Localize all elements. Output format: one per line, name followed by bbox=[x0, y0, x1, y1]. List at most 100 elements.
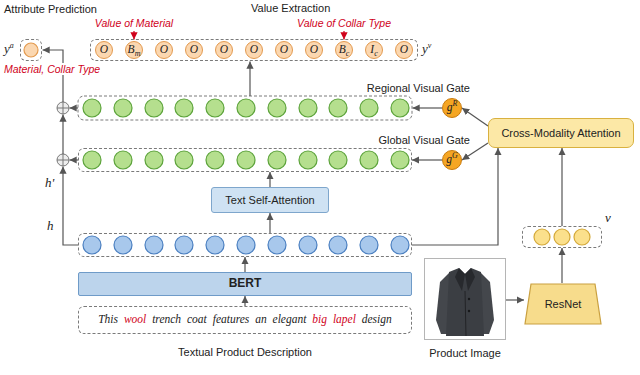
connector-arrow bbox=[269, 172, 270, 187]
gate-circle: gG bbox=[442, 150, 462, 170]
regional-row bbox=[78, 96, 412, 120]
token-circle bbox=[175, 236, 193, 254]
gate-circle: gR bbox=[442, 98, 462, 118]
tag-circle: Ic bbox=[365, 41, 383, 59]
tag-circle: Bm bbox=[125, 41, 143, 59]
tag-letter: O bbox=[250, 43, 258, 56]
coat-body bbox=[446, 268, 484, 336]
hidden-circle bbox=[175, 151, 193, 169]
math-symbol: h' bbox=[45, 176, 54, 191]
hidden-circle bbox=[268, 151, 286, 169]
hidden-circle bbox=[175, 99, 193, 117]
tag-letter: O bbox=[100, 43, 108, 56]
hidden-circle bbox=[114, 99, 132, 117]
token-circles bbox=[83, 236, 409, 254]
tag-circle: O bbox=[155, 41, 173, 59]
sum-symbol bbox=[57, 102, 69, 114]
hidden-circle bbox=[391, 99, 409, 117]
hidden-circle bbox=[237, 99, 255, 117]
connector-arrow bbox=[244, 257, 245, 272]
token-circle bbox=[268, 236, 286, 254]
connector-arrow bbox=[462, 108, 488, 126]
description-text: This wool trench coat features an elegan… bbox=[98, 313, 392, 326]
hidden-circle bbox=[206, 99, 224, 117]
coat-seam bbox=[465, 291, 466, 336]
flow-arrow bbox=[413, 107, 443, 108]
section-heading: Attribute Prediction bbox=[4, 3, 97, 16]
hidden-circle bbox=[83, 151, 101, 169]
tag-letter: Ic bbox=[370, 43, 377, 56]
token-circle bbox=[299, 236, 317, 254]
token-circle bbox=[206, 236, 224, 254]
visual-circle bbox=[554, 229, 570, 245]
token-circle bbox=[114, 236, 132, 254]
math-symbol: v bbox=[605, 211, 611, 226]
encoder-box: BERT bbox=[78, 272, 412, 296]
tag-sequence: Value ExtractionyvOBmOOOOOOBcIcO bbox=[90, 39, 418, 61]
coat-button bbox=[468, 298, 470, 300]
hidden-circle bbox=[206, 151, 224, 169]
caption: Textual Product Description bbox=[178, 346, 312, 359]
tag-circle: O bbox=[95, 41, 113, 59]
connector-arrow bbox=[506, 299, 524, 300]
tag-circle: O bbox=[275, 41, 293, 59]
tag-circle: O bbox=[395, 41, 413, 59]
token-circle bbox=[329, 236, 347, 254]
visual-row: v bbox=[522, 226, 602, 248]
attribute-circle bbox=[24, 43, 38, 57]
box-label: Cross-Modality Attention bbox=[501, 127, 620, 140]
hidden-circle bbox=[360, 151, 378, 169]
value-label: Value of Collar Type bbox=[297, 17, 391, 29]
tag-letter: Bm bbox=[128, 43, 141, 56]
layout-arrows bbox=[43, 50, 443, 245]
hidden-circle bbox=[329, 151, 347, 169]
connector-arrow bbox=[244, 296, 245, 306]
hidden-circle bbox=[145, 99, 163, 117]
caption: Product Image bbox=[429, 347, 501, 360]
gate-label: Global Visual Gate bbox=[378, 134, 470, 147]
tag-circle: O bbox=[185, 41, 203, 59]
tag-letter: O bbox=[190, 43, 198, 56]
connector-arrow bbox=[412, 148, 498, 245]
box-label: ResNet bbox=[545, 298, 582, 311]
hidden-circle bbox=[114, 151, 132, 169]
tag-letter: O bbox=[160, 43, 168, 56]
global-circles bbox=[83, 151, 409, 169]
flow-arrow bbox=[62, 115, 63, 155]
hidden-circle bbox=[145, 151, 163, 169]
hidden-circle bbox=[391, 151, 409, 169]
box-label: Text Self-Attention bbox=[225, 194, 314, 207]
hidden-circle bbox=[268, 99, 286, 117]
hidden-circle bbox=[360, 99, 378, 117]
math-symbol: yv bbox=[422, 42, 431, 57]
coat-lapel bbox=[455, 268, 465, 291]
coat-lapel bbox=[465, 268, 475, 291]
token-circle bbox=[360, 236, 378, 254]
attention-box: Cross-Modality Attention bbox=[488, 118, 634, 148]
math-symbol: gG bbox=[446, 153, 458, 166]
math-symbol: ya bbox=[4, 42, 14, 57]
tag-letter: O bbox=[310, 43, 318, 56]
connector-arrow bbox=[412, 159, 442, 160]
trapezoid-outline bbox=[525, 284, 601, 324]
tag-letter: O bbox=[400, 43, 408, 56]
token-row: h bbox=[78, 233, 412, 257]
hidden-circle bbox=[329, 99, 347, 117]
flow-arrow bbox=[70, 159, 79, 160]
sum-circle bbox=[57, 102, 69, 114]
hidden-circle bbox=[299, 99, 317, 117]
tag-circle: O bbox=[305, 41, 323, 59]
regional-circles bbox=[83, 99, 409, 117]
cnn-block: ResNet bbox=[524, 283, 602, 325]
gate-label: Regional Visual Gate bbox=[367, 82, 470, 95]
sum-cross bbox=[57, 102, 69, 114]
sum-symbol bbox=[57, 154, 69, 166]
value-label: Value of Material bbox=[95, 17, 173, 29]
tag-circle: O bbox=[245, 41, 263, 59]
token-circle bbox=[83, 236, 101, 254]
tag-letter: O bbox=[220, 43, 228, 56]
math-symbol: h bbox=[47, 219, 54, 234]
sum-circle bbox=[57, 154, 69, 166]
coat-illustration bbox=[436, 268, 494, 336]
flow-arrow bbox=[249, 62, 250, 97]
